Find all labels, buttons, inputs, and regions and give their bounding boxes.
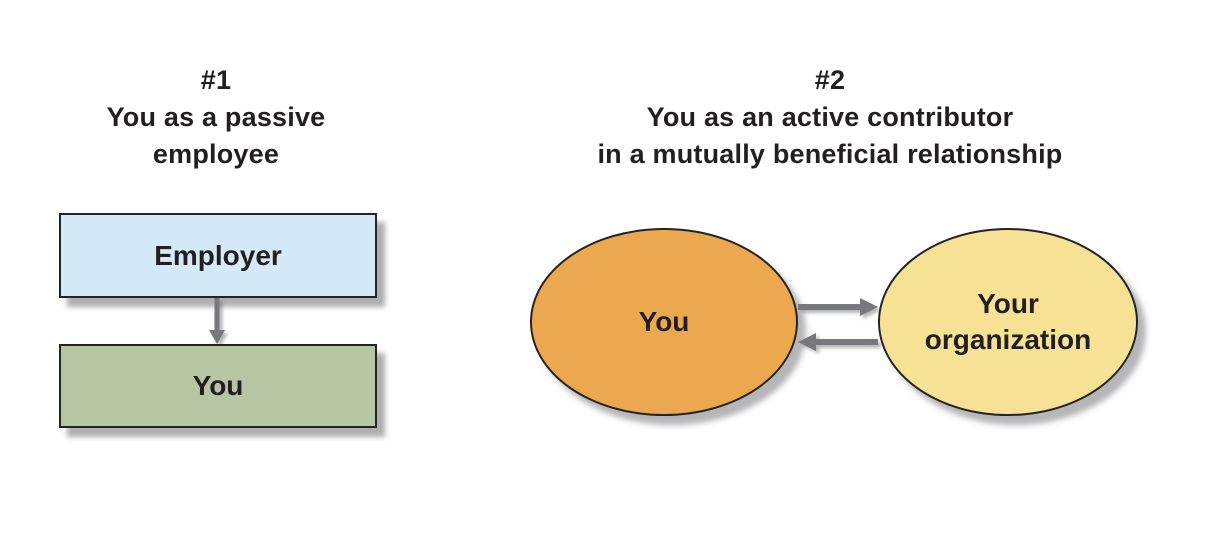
down-arrow-shape [209, 298, 225, 344]
down-arrow-shaft [214, 298, 220, 332]
panel1-heading: #1 You as a passive employee [36, 62, 396, 173]
panel2-heading-line: in a mutually beneficial relationship [597, 139, 1063, 169]
you-ellipse: You [530, 228, 798, 416]
left-arrow-head [798, 333, 816, 351]
right-arrow-shaft [798, 304, 861, 310]
panel1-heading-number: #1 [200, 65, 232, 95]
panel1-heading-line: employee [152, 139, 280, 169]
you-box: You [59, 344, 377, 428]
employer-box-label: Employer [154, 239, 282, 271]
right-arrow-head [860, 298, 878, 316]
employer-box: Employer [59, 213, 377, 298]
exchange-arrows [798, 298, 878, 351]
panel2-heading-number: #2 [814, 65, 846, 95]
panel2-heading-line: You as an active contributor [646, 102, 1014, 132]
you-box-label: You [192, 370, 244, 401]
organization-ellipse: Your organization [878, 228, 1138, 416]
right-arrow-icon [798, 298, 878, 316]
left-arrow-shaft [815, 339, 878, 345]
organization-ellipse-label-line: Your [977, 288, 1039, 319]
you-ellipse-label: You [638, 306, 690, 337]
panel1-heading-line: You as a passive [106, 102, 326, 132]
left-arrow-icon [798, 333, 878, 351]
organization-ellipse-label-line: organization [924, 324, 1092, 355]
down-arrow-icon [209, 298, 225, 344]
down-arrow-head [209, 330, 225, 344]
panel2-heading: #2 You as an active contributor in a mut… [530, 62, 1130, 173]
